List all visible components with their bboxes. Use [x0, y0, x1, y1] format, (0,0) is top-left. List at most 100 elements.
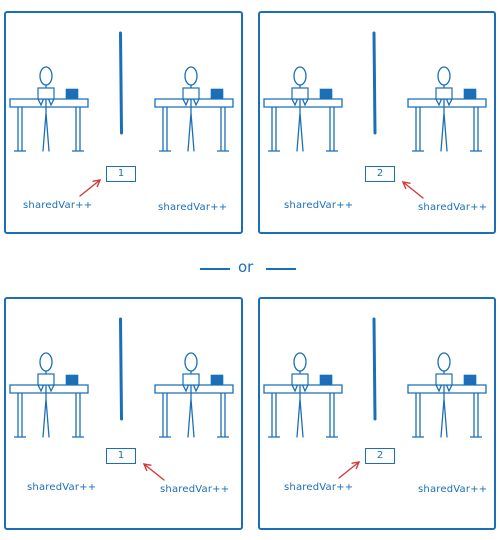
divider-wall [372, 31, 377, 135]
laptop-icon [37, 87, 55, 100]
separator-dash-left [200, 268, 230, 270]
desk-legs [268, 107, 338, 152]
book-stack-icon [65, 88, 79, 92]
desk-top [9, 98, 89, 108]
book-stack-icon [463, 88, 477, 92]
desk-legs [159, 107, 229, 152]
laptop-icon [291, 373, 309, 386]
desk-legs [159, 393, 229, 438]
right-thread-label: sharedVar++ [158, 202, 228, 213]
book-stack-icon [463, 382, 477, 386]
desk-legs [268, 393, 338, 438]
person-head [39, 352, 53, 372]
book-stack-icon [65, 379, 79, 383]
book-stack-icon [210, 93, 224, 97]
panel-drawing [263, 31, 487, 199]
desk-top [263, 384, 343, 394]
divider-wall [372, 317, 377, 421]
arrow-shaft [79, 179, 101, 197]
panel-illustration [263, 317, 487, 479]
person-head [437, 352, 451, 372]
person-head [184, 66, 198, 86]
book-stack-icon [65, 382, 79, 386]
scenario-panel-top-right: 2 sharedVar++ sharedVar++ [258, 11, 496, 234]
book-stack-icon [463, 93, 477, 97]
book-stack-icon [319, 88, 333, 92]
person-head [39, 66, 53, 86]
shared-counter-box: 1 [106, 448, 136, 464]
book-stack-icon [463, 377, 477, 381]
panel-drawing [263, 317, 487, 479]
divider-wall [119, 317, 123, 421]
desk-top [154, 98, 234, 108]
book-stack-icon [210, 382, 224, 386]
panel-illustration [9, 31, 234, 197]
book-stack-icon [65, 96, 79, 100]
person-head [437, 66, 451, 86]
panel-illustration [9, 317, 234, 481]
desk-top [407, 98, 487, 108]
shared-counter-box: 2 [365, 166, 395, 182]
desk-top [407, 384, 487, 394]
book-stack-icon [210, 91, 224, 95]
arrow-shaft [402, 181, 424, 199]
right-thread-label: sharedVar++ [418, 484, 488, 495]
shared-counter-box: 1 [106, 166, 136, 182]
book-stack-icon [65, 377, 79, 381]
panel-illustration [263, 31, 487, 199]
laptop-icon [291, 87, 309, 100]
book-stack-icon [319, 377, 333, 381]
laptop-icon [435, 87, 453, 100]
laptop-icon [435, 373, 453, 386]
book-stack-icon [319, 379, 333, 383]
arrow-shaft [338, 461, 360, 479]
right-thread-label: sharedVar++ [418, 202, 488, 213]
desk-top [263, 98, 343, 108]
scenario-panel-top-left: 1 sharedVar++ sharedVar++ [4, 11, 243, 234]
book-stack-icon [210, 379, 224, 383]
book-stack-icon [210, 96, 224, 100]
arrow-head [401, 181, 411, 190]
book-stack-icon [210, 374, 224, 378]
panel-drawing [9, 317, 234, 481]
panel-drawing [9, 31, 234, 197]
scenario-panel-bottom-right: 2 sharedVar++ sharedVar++ [258, 297, 496, 530]
arrow-head [142, 463, 152, 472]
left-thread-label: sharedVar++ [284, 482, 354, 493]
desk-legs [412, 107, 482, 152]
book-stack-icon [319, 93, 333, 97]
book-stack-icon [210, 377, 224, 381]
desk-legs [14, 107, 84, 152]
person-head [293, 66, 307, 86]
book-stack-icon [463, 96, 477, 100]
person-head [293, 352, 307, 372]
book-stack-icon [210, 88, 224, 92]
shared-counter-box: 2 [365, 448, 395, 464]
scenario-panel-bottom-left: 1 sharedVar++ sharedVar++ [4, 297, 243, 530]
left-thread-label: sharedVar++ [23, 200, 93, 211]
desk-legs [412, 393, 482, 438]
divider-wall [119, 31, 123, 135]
left-thread-label: sharedVar++ [284, 200, 354, 211]
book-stack-icon [463, 91, 477, 95]
left-thread-label: sharedVar++ [27, 482, 97, 493]
book-stack-icon [319, 374, 333, 378]
separator-dash-right [266, 268, 296, 270]
person-head [184, 352, 198, 372]
desk-top [9, 384, 89, 394]
book-stack-icon [65, 374, 79, 378]
separator-or-text: or [238, 258, 254, 276]
book-stack-icon [65, 91, 79, 95]
right-thread-label: sharedVar++ [160, 484, 230, 495]
desk-top [154, 384, 234, 394]
book-stack-icon [319, 96, 333, 100]
laptop-icon [37, 373, 55, 386]
laptop-icon [182, 87, 200, 100]
laptop-icon [182, 373, 200, 386]
arrow-shaft [143, 463, 165, 481]
book-stack-icon [463, 379, 477, 383]
book-stack-icon [319, 382, 333, 386]
arrow-head [351, 461, 361, 470]
desk-legs [14, 393, 84, 438]
book-stack-icon [319, 91, 333, 95]
